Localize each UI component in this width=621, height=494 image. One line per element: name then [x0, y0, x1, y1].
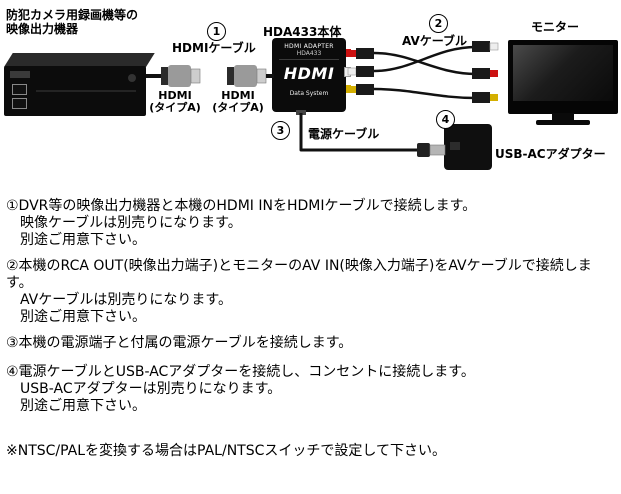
rca-jack-yellow [346, 85, 351, 93]
hdmi-type-a-label-right: HDMI (タイプA) [212, 89, 264, 114]
step-2-number: 2 [434, 17, 443, 30]
source-device-label: 防犯カメラ用録画機等の 映像出力機器 [6, 8, 139, 36]
instruction-line: ④電源ケーブルとUSB-ACアダプターを接続し、コンセントに接続します。 [6, 364, 475, 380]
monitor-stand [552, 113, 574, 121]
usb-ac-adapter-image [444, 124, 492, 170]
instruction-line: ②本機のRCA OUT(映像出力端子)とモニターのAV IN(映像入力端子)をA… [6, 258, 592, 291]
usb-plug [417, 143, 446, 157]
usb-socket-icon [450, 142, 460, 150]
usb-ac-adapter-label: USB-ACアダプター [495, 147, 606, 161]
monitor-screen [513, 45, 613, 101]
rca-plugs-right [472, 41, 499, 103]
instruction-line: 別途ご用意下さい。 [20, 232, 146, 248]
step-2-marker: 2 [429, 14, 448, 33]
monitor-image [508, 40, 618, 114]
hdmi-logo: HDMI [283, 64, 335, 83]
hda433-face-model: HDA433 [296, 50, 322, 57]
rca-jack-red [346, 49, 351, 57]
instruction-step-2: ②本機のRCA OUT(映像出力端子)とモニターのAV IN(映像入力端子)をA… [6, 258, 618, 326]
instruction-step-3: ③本機の電源端子と付属の電源ケーブルを接続します。 [6, 335, 618, 352]
dvr-top-face [4, 53, 155, 67]
instruction-line: ③本機の電源端子と付属の電源ケーブルを接続します。 [6, 335, 353, 351]
usb-port-icon [12, 84, 27, 95]
rca-plugs-left [347, 48, 374, 95]
instruction-line: ①DVR等の映像出力機器と本機のHDMI INをHDMIケーブルで接続します。 [6, 198, 477, 214]
hda433-device-image: HDMI ADAPTER HDA433 HDMI Data System [272, 38, 351, 115]
step-4-marker: 4 [436, 110, 455, 129]
brand-label: Data System [289, 90, 329, 97]
divider [279, 59, 339, 60]
power-cable-label: 電源ケーブル [308, 127, 380, 141]
instruction-step-1: ①DVR等の映像出力機器と本機のHDMI INをHDMIケーブルで接続します。 … [6, 198, 618, 249]
monitor-base [536, 120, 590, 125]
instruction-line: 別途ご用意下さい。 [20, 309, 146, 325]
dvr-panel-groove [36, 90, 136, 92]
hdmi-cable-label: HDMIケーブル [172, 41, 256, 55]
dvr-power-button-icon [128, 74, 136, 82]
step-3-marker: 3 [271, 121, 290, 140]
power-port [296, 110, 306, 115]
step-1-marker: 1 [207, 22, 226, 41]
step-1-number: 1 [212, 25, 221, 38]
ntsc-pal-note: ※NTSC/PALを変換する場合はPAL/NTSCスイッチで設定して下さい。 [6, 443, 446, 459]
hda433-face-title: HDMI ADAPTER [284, 43, 334, 50]
hdmi-plug-right [227, 65, 267, 87]
dvr-device-image [4, 66, 146, 116]
instruction-line: 別途ご用意下さい。 [20, 398, 146, 414]
step-3-number: 3 [276, 124, 285, 137]
instruction-step-4: ④電源ケーブルとUSB-ACアダプターを接続し、コンセントに接続します。 USB… [6, 364, 618, 415]
instruction-line: 映像ケーブルは別売りになります。 [20, 215, 242, 231]
av-cable-label: AVケーブル [402, 34, 468, 48]
instruction-line: USB-ACアダプターは別売りになります。 [20, 381, 282, 397]
dvr-logo-plate [10, 71, 30, 78]
instruction-line: AVケーブルは別売りになります。 [20, 292, 233, 308]
hdmi-plug-left [161, 65, 201, 87]
hdmi-cable [146, 65, 274, 87]
hda433-title: HDA433本体 [263, 25, 342, 39]
av-cable [373, 45, 477, 100]
step-4-number: 4 [441, 113, 450, 126]
monitor-label: モニター [531, 20, 580, 34]
rca-jack-white [344, 67, 351, 77]
hdmi-type-a-label-left: HDMI (タイプA) [149, 89, 201, 114]
usb-port-icon [12, 98, 27, 109]
instructions-text: ①DVR等の映像出力機器と本機のHDMI INをHDMIケーブルで接続します。 … [6, 198, 618, 460]
